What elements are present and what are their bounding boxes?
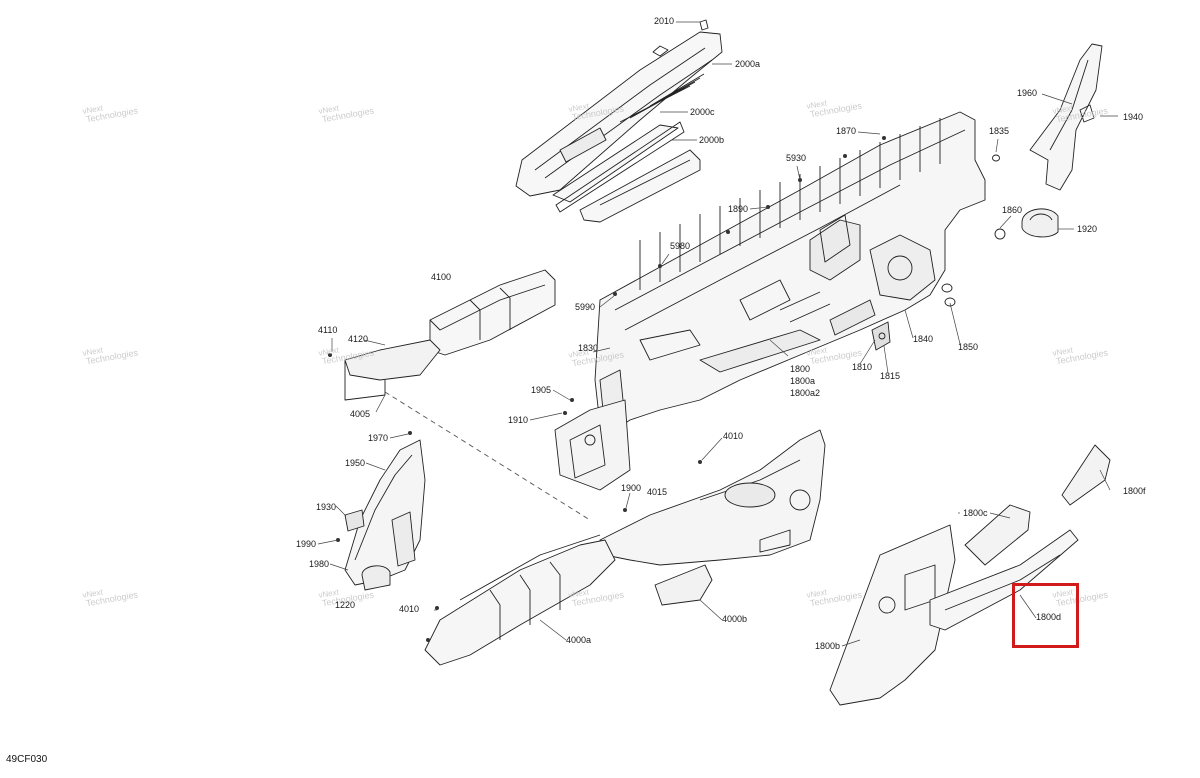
callout-1920[interactable]: 1920 xyxy=(1077,224,1098,234)
part-1800d-strip xyxy=(929,529,1079,631)
callout-1850[interactable]: 1850 xyxy=(958,342,979,352)
callout-1905[interactable]: 1905 xyxy=(531,385,552,395)
part-1810-bracket xyxy=(871,321,891,351)
callout-4010[interactable]: 4010 xyxy=(399,604,420,614)
callout-5930[interactable]: 5930 xyxy=(786,153,807,163)
callout-1220[interactable]: 1220 xyxy=(335,600,356,610)
callout-1910[interactable]: 1910 xyxy=(508,415,529,425)
callout-2000a[interactable]: 2000a xyxy=(735,59,761,69)
callout-5990[interactable]: 5990 xyxy=(575,302,596,312)
part-4000b-pad xyxy=(654,564,713,606)
callout-4110[interactable]: 4110 xyxy=(318,325,338,335)
connector-line-4005 xyxy=(384,391,591,521)
callout-1990[interactable]: 1990 xyxy=(296,539,317,549)
callout-1800b[interactable]: 1800b xyxy=(815,641,841,651)
callout-leader-lines xyxy=(317,21,1118,647)
callout-5980[interactable]: 5980 xyxy=(670,241,691,251)
callout-1815[interactable]: 1815 xyxy=(880,371,901,381)
part-2000b-strip xyxy=(579,149,701,223)
callout-4120[interactable]: 4120 xyxy=(348,334,369,344)
part-1920-cap xyxy=(1021,208,1059,238)
callout-1800c[interactable]: 1800c xyxy=(963,508,988,518)
callout-2010[interactable]: 2010 xyxy=(654,16,675,26)
callout-1890[interactable]: 1890 xyxy=(728,204,749,214)
callout-1810[interactable]: 1810 xyxy=(852,362,873,372)
callout-1800d[interactable]: 1800d xyxy=(1036,612,1062,622)
part-1960-bracket xyxy=(1029,43,1103,191)
selection-highlight-box xyxy=(1012,583,1079,648)
part-4010-housing xyxy=(599,429,826,566)
callout-4015[interactable]: 4015 xyxy=(647,487,668,497)
callout-4005[interactable]: 4005 xyxy=(350,409,371,419)
part-1950-bracket xyxy=(344,439,426,591)
part-1850-grommets xyxy=(941,154,1006,307)
callout-4010[interactable]: 4010 xyxy=(723,431,744,441)
callout-1830[interactable]: 1830 xyxy=(578,343,599,353)
callout-1930[interactable]: 1930 xyxy=(316,502,337,512)
callout-4100[interactable]: 4100 xyxy=(431,272,452,282)
callout-1800[interactable]: 1800 xyxy=(790,364,811,374)
callout-1800a[interactable]: 1800a xyxy=(790,376,816,386)
part-1910-column xyxy=(554,399,631,491)
callout-1970[interactable]: 1970 xyxy=(368,433,389,443)
drawing-code: 49CF030 xyxy=(6,754,48,765)
callout-4000b[interactable]: 4000b xyxy=(722,614,748,624)
callout-1870[interactable]: 1870 xyxy=(836,126,857,136)
part-1800b-panel xyxy=(829,524,956,706)
callout-1860[interactable]: 1860 xyxy=(1002,205,1023,215)
callout-2000b[interactable]: 2000b xyxy=(699,135,725,145)
part-2000a-panel xyxy=(515,19,723,197)
callout-1960[interactable]: 1960 xyxy=(1017,88,1038,98)
part-1800f-trim xyxy=(1061,444,1111,506)
callout-1940[interactable]: 1940 xyxy=(1123,112,1144,122)
part-4000a-duct xyxy=(424,534,616,666)
callout-1835[interactable]: 1835 xyxy=(989,126,1010,136)
callout-1950[interactable]: 1950 xyxy=(345,458,366,468)
callout-1800a2[interactable]: 1800a2 xyxy=(790,388,821,398)
part-4100-duct xyxy=(344,269,556,401)
callout-1900[interactable]: 1900 xyxy=(621,483,642,493)
callout-1840[interactable]: 1840 xyxy=(913,334,934,344)
part-2000c-strip xyxy=(552,121,685,213)
callout-1980[interactable]: 1980 xyxy=(309,559,330,569)
callout-2000c[interactable]: 2000c xyxy=(690,107,715,117)
part-1800-dash-panel xyxy=(594,111,986,431)
callout-4000a[interactable]: 4000a xyxy=(566,635,592,645)
callout-1800f[interactable]: 1800f xyxy=(1123,486,1146,496)
part-1800c-strip xyxy=(964,504,1031,566)
